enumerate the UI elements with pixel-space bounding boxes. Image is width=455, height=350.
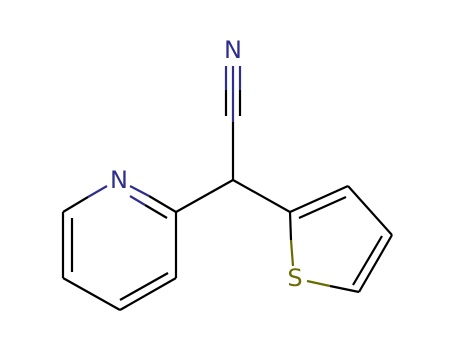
bonds <box>61 66 393 311</box>
thiophene-sulfur-label: S <box>287 264 302 292</box>
thiophene-ring <box>288 184 393 294</box>
pyridine-ring <box>61 185 178 311</box>
bond-ch-thiophene <box>232 179 291 213</box>
bond-ch-pyridine <box>175 179 234 213</box>
atom-labels: N N S <box>110 36 303 292</box>
pyridine-nitrogen-label: N <box>110 166 128 194</box>
nitrile-nitrogen-label: N <box>224 36 242 64</box>
nitrile-triple-bond <box>224 66 242 180</box>
